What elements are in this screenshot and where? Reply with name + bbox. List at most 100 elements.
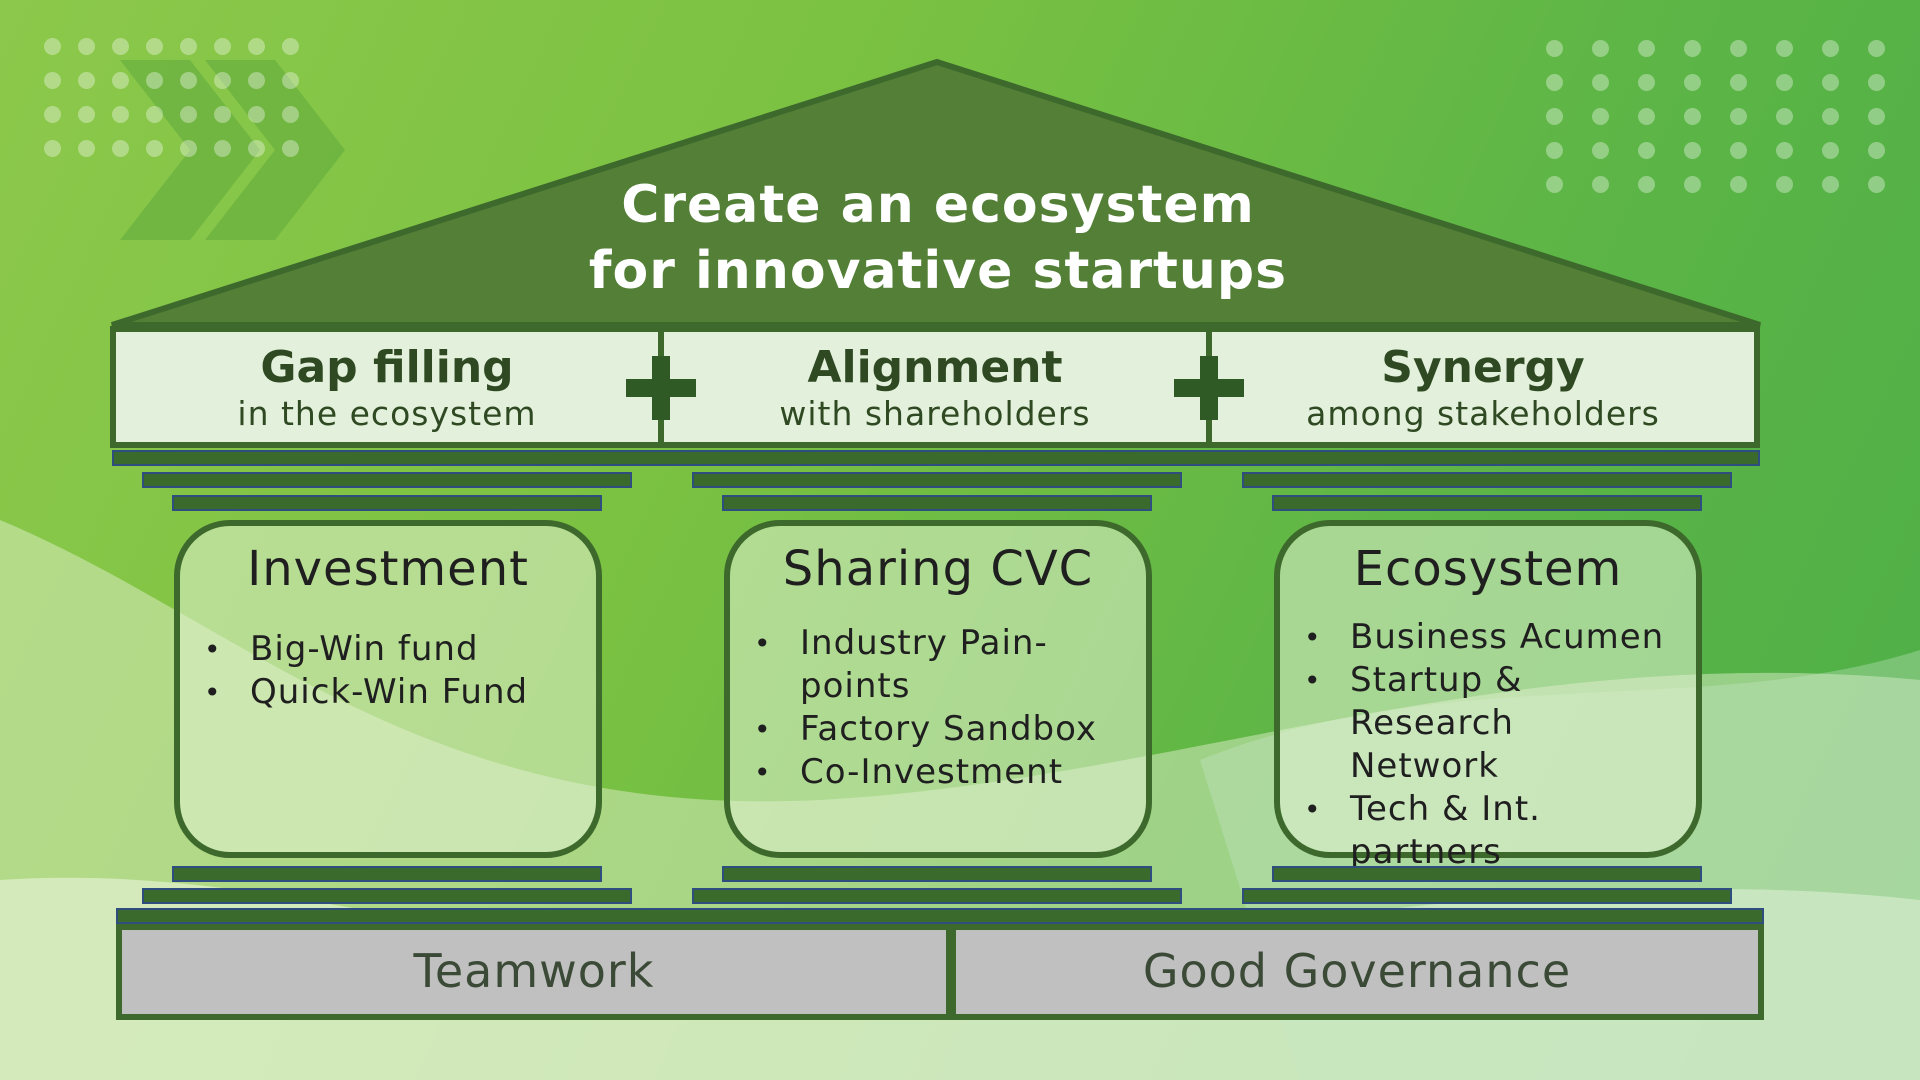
list-item: Startup & Research Network — [1280, 659, 1650, 788]
foundation-slab — [116, 908, 1764, 924]
dot — [248, 106, 265, 123]
chevron-right-icon — [120, 60, 345, 240]
capital-slab — [172, 495, 602, 511]
dot — [1868, 74, 1885, 91]
beam-synergy: Synergy among stakeholders — [1206, 326, 1760, 448]
capital-slab — [142, 472, 632, 488]
dot — [1730, 176, 1747, 193]
dot — [112, 106, 129, 123]
dot — [44, 106, 61, 123]
beam-title: Alignment — [807, 342, 1063, 393]
dot — [1592, 142, 1609, 159]
dot — [214, 106, 231, 123]
beam-title: Gap filling — [260, 342, 514, 393]
beam-slab — [112, 450, 1760, 466]
dot — [180, 140, 197, 157]
dot — [1684, 108, 1701, 125]
dot — [78, 106, 95, 123]
dot — [1592, 108, 1609, 125]
dot — [1638, 176, 1655, 193]
dot — [44, 72, 61, 89]
beam-alignment: Alignment with shareholders — [658, 326, 1212, 448]
dot — [146, 38, 163, 55]
dot — [44, 38, 61, 55]
list-item: Co-Investment — [730, 751, 1146, 794]
dot — [1730, 40, 1747, 57]
dot — [1822, 40, 1839, 57]
beam-gap-filling: Gap filling in the ecosystem — [110, 326, 664, 448]
dot — [214, 38, 231, 55]
dot — [180, 106, 197, 123]
plinth-slab — [1242, 888, 1732, 904]
dot-pattern-right — [1546, 40, 1887, 193]
dot — [1822, 74, 1839, 91]
list-item: Factory Sandbox — [730, 708, 1146, 751]
foundation-good-governance: Good Governance — [950, 924, 1764, 1020]
dot — [1730, 74, 1747, 91]
dot — [180, 72, 197, 89]
dot — [282, 72, 299, 89]
dot — [1546, 40, 1563, 57]
capital-slab — [1272, 495, 1702, 511]
dot — [78, 140, 95, 157]
capital-slab — [722, 495, 1152, 511]
pillar-list: Big-Win fund Quick-Win Fund — [180, 628, 596, 714]
capital-slab — [692, 472, 1182, 488]
dot — [248, 38, 265, 55]
pillar-list: Industry Pain-points Factory Sandbox Co-… — [730, 622, 1146, 794]
dot — [1776, 142, 1793, 159]
dot — [1776, 176, 1793, 193]
pillar-heading: Sharing CVC — [782, 541, 1094, 597]
plus-icon — [1174, 356, 1244, 420]
roof-title-line1: Create an ecosystem — [621, 175, 1255, 235]
dot — [146, 106, 163, 123]
foundation-teamwork: Teamwork — [116, 924, 952, 1020]
pillar-ecosystem: Ecosystem Business Acumen Startup & Rese… — [1274, 520, 1702, 872]
dot — [282, 38, 299, 55]
dot — [112, 140, 129, 157]
dot — [248, 140, 265, 157]
dot — [1684, 40, 1701, 57]
roof — [111, 58, 1761, 328]
dot — [112, 72, 129, 89]
list-item: Industry Pain-points — [730, 622, 1146, 708]
capital-slab — [1242, 472, 1732, 488]
dot — [1546, 108, 1563, 125]
beam-title: Synergy — [1381, 342, 1585, 393]
dot — [1638, 74, 1655, 91]
dot-pattern-left — [44, 38, 299, 157]
dot — [1684, 74, 1701, 91]
plinth-slab — [692, 888, 1182, 904]
dot — [1868, 142, 1885, 159]
beam-subtitle: with shareholders — [779, 394, 1091, 433]
plinth-slab — [722, 866, 1152, 882]
dot — [214, 140, 231, 157]
list-item: Tech & Int. partners — [1280, 788, 1696, 874]
beam-subtitle: in the ecosystem — [237, 394, 537, 433]
pillar-heading: Investment — [247, 541, 529, 597]
dot — [1638, 40, 1655, 57]
dot — [1730, 108, 1747, 125]
dot — [1776, 108, 1793, 125]
dot — [248, 72, 265, 89]
dot — [1730, 142, 1747, 159]
list-item: Big-Win fund — [180, 628, 596, 671]
list-item: Quick-Win Fund — [180, 671, 596, 714]
dot — [1776, 40, 1793, 57]
dot — [282, 106, 299, 123]
plinth-slab — [1272, 866, 1702, 882]
dot — [1822, 176, 1839, 193]
dot — [112, 38, 129, 55]
plinth-slab — [142, 888, 632, 904]
pillar-investment: Investment Big-Win fund Quick-Win Fund — [174, 520, 602, 858]
beam-subtitle: among stakeholders — [1306, 394, 1660, 433]
dot — [1684, 142, 1701, 159]
dot — [78, 38, 95, 55]
dot — [44, 140, 61, 157]
dot — [1822, 142, 1839, 159]
dot — [146, 140, 163, 157]
dot — [1638, 142, 1655, 159]
roof-title: Create an ecosystem for innovative start… — [500, 172, 1376, 304]
dot — [1868, 40, 1885, 57]
